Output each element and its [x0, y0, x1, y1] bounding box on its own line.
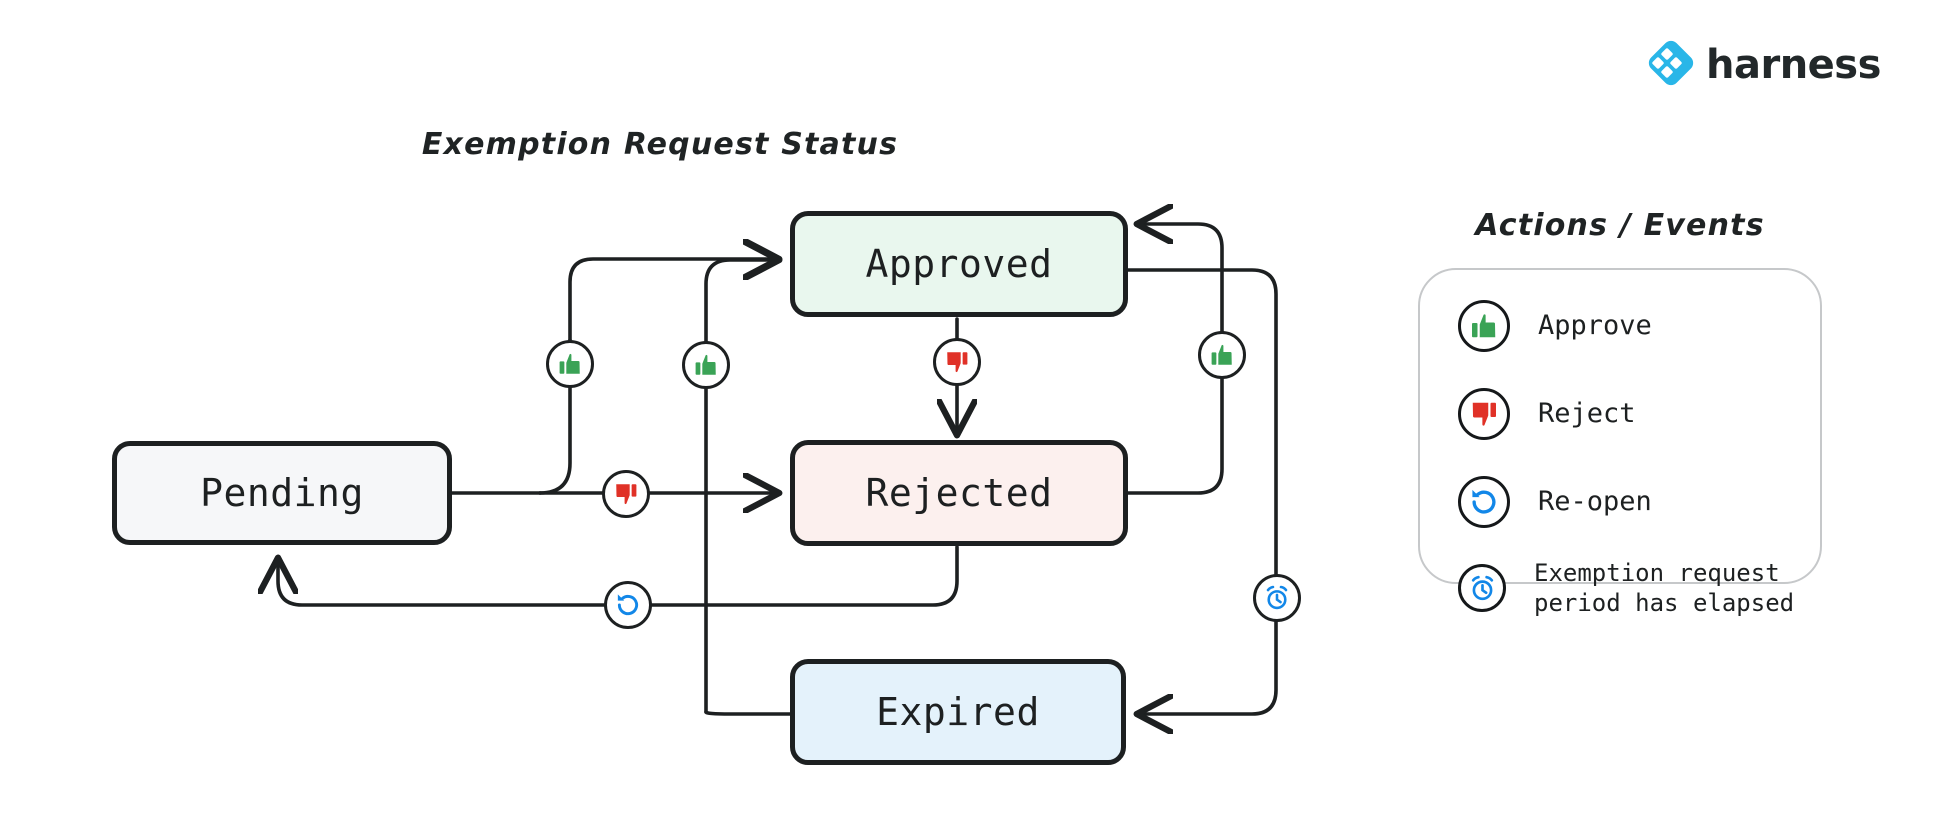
legend-label-reopen: Re-open — [1538, 486, 1652, 518]
legend-item-reopen: Re-open — [1458, 476, 1652, 528]
harness-diamond-logo-icon — [1648, 40, 1694, 90]
legend-item-approve: Approve — [1458, 300, 1652, 352]
thumbs-up-icon — [1458, 300, 1510, 352]
edge-badge-approve-expired-approved — [682, 341, 730, 389]
legend-item-reject: Reject — [1458, 388, 1636, 440]
thumbs-up-icon — [559, 353, 580, 374]
legend-label-approve: Approve — [1538, 310, 1652, 342]
legend-title: Actions / Events — [1475, 208, 1765, 243]
thumbs-down-icon — [1458, 388, 1510, 440]
edge-badge-approve-rejected-approved — [1198, 331, 1246, 379]
state-node-pending[interactable]: Pending — [112, 441, 452, 545]
thumbs-up-icon — [695, 354, 716, 375]
alarm-clock-icon — [1458, 564, 1506, 612]
legend-panel: Approve Reject Re-open — [1418, 268, 1822, 617]
state-node-rejected[interactable]: Rejected — [790, 440, 1128, 546]
edge-badge-reopen-rejected-pending — [604, 581, 652, 629]
legend-item-elapsed: Exemption request period has elapsed — [1458, 558, 1794, 618]
edge-badge-elapsed-approved-expired — [1253, 574, 1301, 622]
harness-logo: harness — [1648, 40, 1881, 90]
state-node-expired[interactable]: Expired — [790, 659, 1126, 765]
thumbs-down-icon — [947, 352, 968, 373]
thumbs-up-icon — [1211, 344, 1232, 365]
diagram-title: Exemption Request Status — [421, 127, 899, 162]
edge-badge-reject-approved-rejected — [933, 338, 981, 386]
reopen-icon — [617, 594, 639, 616]
edge-expired-approved-foot — [704, 710, 792, 716]
harness-wordmark: harness — [1706, 42, 1881, 88]
state-node-approved[interactable]: Approved — [790, 211, 1128, 317]
alarm-clock-icon — [1266, 585, 1288, 610]
edge-pending-approved-upper — [568, 259, 776, 342]
edge-badge-approve-pending-approved — [546, 340, 594, 388]
reopen-icon — [1458, 476, 1510, 528]
thumbs-down-icon — [616, 484, 637, 505]
edge-expired-approved — [704, 260, 776, 714]
edge-approved-expired — [1126, 268, 1278, 714]
legend-label-elapsed: Exemption request period has elapsed — [1534, 559, 1795, 617]
legend-label-reject: Reject — [1538, 398, 1636, 430]
edge-badge-reject-pending-rejected — [602, 470, 650, 518]
